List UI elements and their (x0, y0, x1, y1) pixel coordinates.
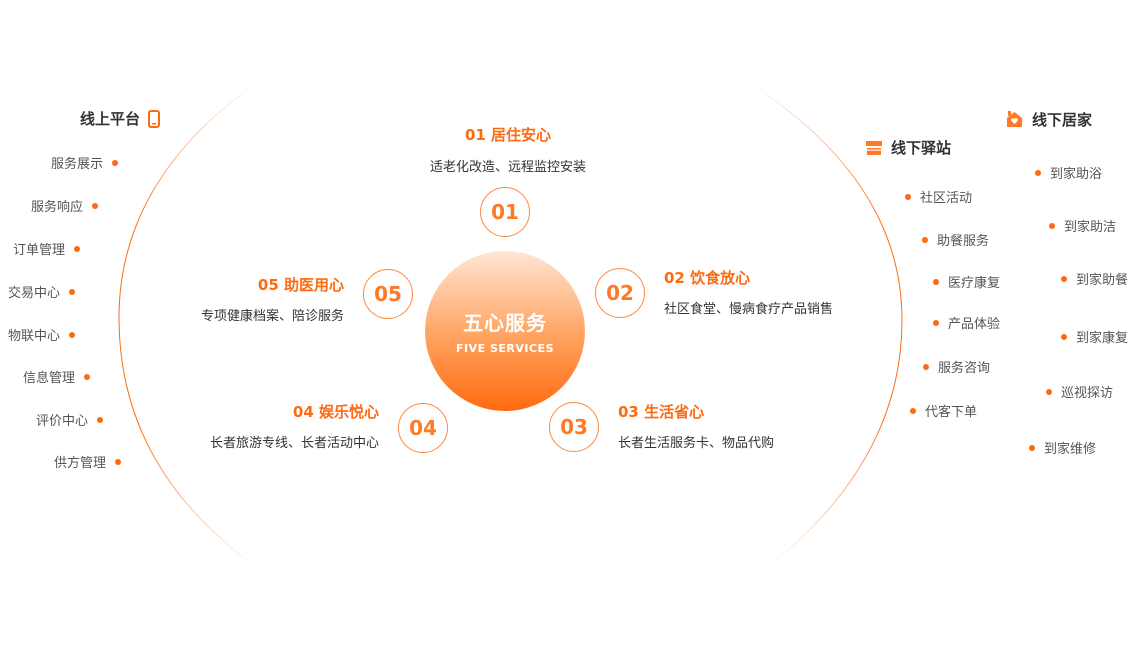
store-icon (866, 140, 882, 155)
list-item-label: 助餐服务 (937, 234, 990, 249)
online-platform-label: 线上平台 (80, 110, 141, 128)
bullet-icon (933, 278, 939, 285)
list-item-label: 医疗康复 (948, 276, 1001, 291)
service-number-04: 04 (398, 403, 448, 453)
bullet-icon (1035, 169, 1041, 176)
bullet-icon (922, 236, 928, 243)
phone-icon (148, 109, 161, 128)
list-item: 到家维修 (1029, 438, 1096, 457)
list-item: 订单管理 (13, 239, 80, 258)
center-subtitle: FIVE SERVICES (456, 342, 554, 355)
service-title: 03 生活省心 (618, 403, 705, 421)
list-item: 代客下单 (910, 401, 977, 420)
list-item: 到家助餐 (1061, 269, 1128, 288)
list-item: 到家康复 (1061, 327, 1128, 346)
list-item: 产品体验 (933, 313, 1000, 332)
list-item: 巡视探访 (1046, 382, 1113, 401)
list-item: 到家助浴 (1035, 163, 1102, 182)
bullet-icon (1029, 444, 1035, 451)
bullet-icon (69, 288, 75, 295)
service-title: 02 饮食放心 (664, 269, 751, 287)
service-title: 01 居住安心 (464, 126, 552, 144)
bullet-icon (910, 407, 916, 414)
bullet-icon (112, 159, 118, 166)
service-desc: 专项健康档案、陪诊服务 (200, 309, 344, 324)
list-item-label: 订单管理 (12, 243, 65, 258)
list-item-label: 到家助餐 (1076, 273, 1129, 288)
service-number-03: 03 (549, 402, 599, 452)
service-05: 05 助医用心 专项健康档案、陪诊服务 (201, 274, 344, 324)
bullet-icon (92, 202, 98, 209)
list-item-label: 服务展示 (50, 157, 103, 172)
service-desc: 社区食堂、慢病食疗产品销售 (664, 302, 834, 317)
list-item: 供方管理 (54, 452, 121, 471)
bullet-icon (1061, 333, 1067, 340)
service-02: 02 饮食放心 社区食堂、慢病食疗产品销售 (664, 267, 833, 317)
offline-station-title: 线下驿站 (866, 137, 951, 158)
left-arc (118, 81, 259, 569)
service-title: 05 助医用心 (257, 276, 344, 294)
home-heart-icon (1007, 111, 1022, 127)
offline-home-label: 线下居家 (1032, 111, 1093, 129)
service-number-05: 05 (363, 269, 413, 319)
bullet-icon (69, 331, 75, 338)
list-item-label: 到家维修 (1044, 442, 1097, 457)
list-item-label: 产品体验 (948, 317, 1001, 332)
service-title: 04 娱乐悦心 (292, 403, 379, 421)
list-item-label: 到家康复 (1076, 331, 1129, 346)
bullet-icon (1049, 222, 1055, 229)
bullet-icon (74, 245, 80, 252)
list-item: 服务咨询 (923, 357, 990, 376)
service-03: 03 生活省心 长者生活服务卡、物品代购 (618, 401, 774, 451)
service-desc: 长者旅游专线、长者活动中心 (209, 436, 379, 451)
list-item: 到家助洁 (1049, 216, 1116, 235)
bullet-icon (115, 458, 121, 465)
service-01: 01 居住安心 适老化改造、远程监控安装 (408, 124, 608, 175)
bullet-icon (1061, 275, 1067, 282)
list-item-label: 到家助浴 (1050, 167, 1103, 182)
list-item: 信息管理 (23, 367, 90, 386)
list-item: 助餐服务 (922, 230, 989, 249)
center-title: 五心服务 (463, 311, 547, 335)
list-item: 评价中心 (36, 410, 103, 429)
service-number-01: 01 (480, 187, 530, 237)
list-item-label: 供方管理 (53, 456, 106, 471)
list-item-label: 交易中心 (7, 286, 60, 301)
list-item-label: 服务响应 (30, 200, 83, 215)
right-arc (744, 79, 903, 566)
list-item: 交易中心 (8, 282, 75, 301)
online-platform-title: 线上平台 (80, 108, 161, 129)
list-item: 服务响应 (31, 196, 98, 215)
list-item-label: 物联中心 (7, 329, 60, 344)
list-item-label: 代客下单 (925, 405, 978, 420)
bullet-icon (923, 363, 929, 370)
list-item-label: 巡视探访 (1061, 386, 1114, 401)
service-04: 04 娱乐悦心 长者旅游专线、长者活动中心 (210, 401, 379, 451)
list-item: 服务展示 (51, 153, 118, 172)
list-item: 社区活动 (905, 187, 972, 206)
service-desc: 适老化改造、远程监控安装 (429, 160, 586, 175)
service-number-02: 02 (595, 268, 645, 318)
offline-station-label: 线下驿站 (891, 139, 952, 157)
list-item-label: 服务咨询 (938, 361, 991, 376)
bullet-icon (84, 373, 90, 380)
offline-home-title: 线下居家 (1006, 109, 1092, 130)
list-item-label: 信息管理 (22, 371, 75, 386)
list-item: 物联中心 (8, 325, 75, 344)
list-item-label: 到家助洁 (1064, 220, 1117, 235)
bullet-icon (1046, 388, 1052, 395)
service-desc: 长者生活服务卡、物品代购 (618, 436, 775, 451)
five-services-center: 五心服务 FIVE SERVICES (425, 251, 585, 411)
list-item-label: 评价中心 (35, 414, 88, 429)
bullet-icon (97, 416, 103, 423)
list-item: 医疗康复 (933, 272, 1000, 291)
bullet-icon (933, 319, 939, 326)
list-item-label: 社区活动 (920, 191, 973, 206)
bullet-icon (905, 193, 911, 200)
